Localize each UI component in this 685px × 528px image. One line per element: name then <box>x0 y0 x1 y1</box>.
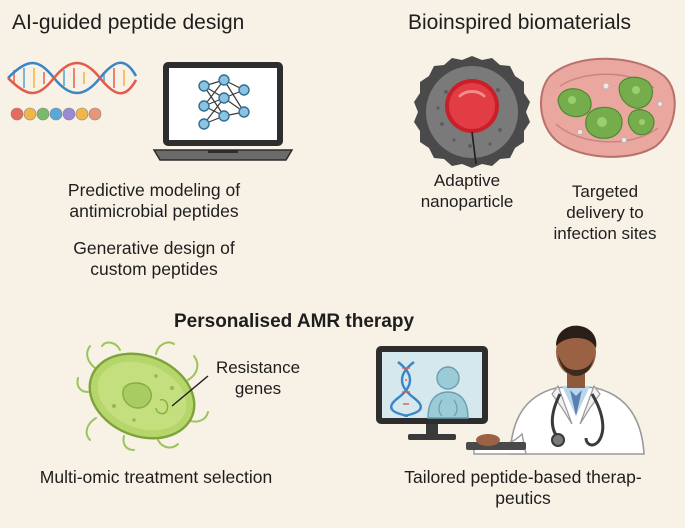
label-resistance-genes: Resistance genes <box>215 358 301 398</box>
dna-helix-icon <box>7 61 138 121</box>
caption-multi-omic: Multi-omic treatment selection <box>39 467 273 487</box>
caption-tailored-therapeutics: Tailored peptide-based therap- peutics <box>404 467 642 508</box>
nanoparticle-icon <box>414 56 530 168</box>
bacterium-icon <box>76 341 209 451</box>
ai-caption-generative: Generative design of custom peptides <box>73 238 235 279</box>
label-targeted-delivery: Targeted delivery to infection sites <box>553 182 657 243</box>
ai-caption-predictive: Predictive modeling of antimicrobial pep… <box>67 180 241 221</box>
laptop-neural-network-icon <box>152 62 294 161</box>
bio-section-title: Bioinspired biomaterials <box>408 11 631 34</box>
amr-section-title: Personalised AMR therapy <box>174 311 415 332</box>
ai-section-title: AI-guided peptide design <box>12 11 245 34</box>
label-adaptive-nanoparticle: Adaptive nanoparticle <box>420 171 514 211</box>
infected-tissue-icon <box>539 57 676 158</box>
monitor-dna-patient-icon <box>376 346 488 440</box>
doctor-icon <box>466 325 645 455</box>
